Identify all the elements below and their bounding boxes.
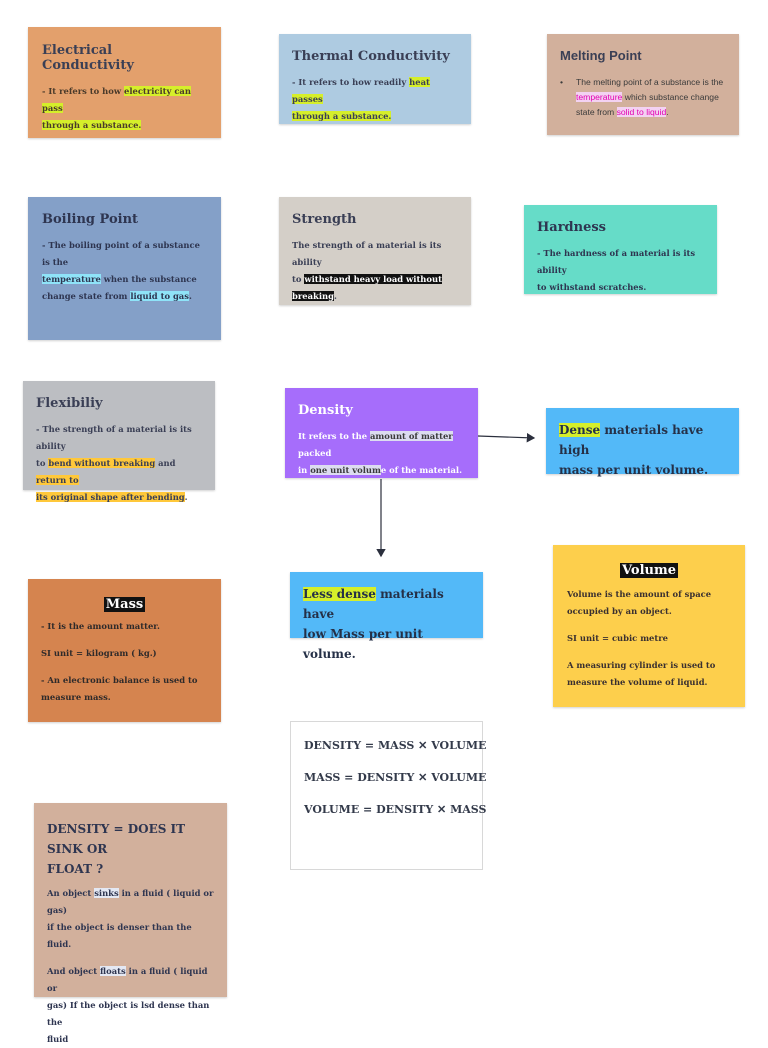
sink-float-card: DENSITY = DOES IT SINK OR FLOAT ? An obj… — [34, 803, 227, 1044]
boiling-text-4: . — [188, 291, 192, 301]
float-text-2d: fluid — [47, 1034, 69, 1044]
melting-text-2: which substance change — [622, 92, 719, 102]
sink-text-1b: in a fluid ( liquid or gas) — [47, 888, 214, 915]
density-highlight-volume: one unit volum — [310, 465, 381, 475]
density-title: Density — [298, 403, 353, 418]
sink-text-1a: An object — [47, 888, 95, 898]
less-dense-highlight: Less dense — [303, 587, 376, 601]
melting-highlight-solid-liquid: solid to liquid — [616, 107, 667, 117]
mass-title: Mass — [103, 597, 146, 612]
boiling-highlight-liquid-gas: liquid to gas — [130, 291, 189, 301]
density-text-3: in — [298, 465, 311, 475]
boiling-highlight-temperature: temperature — [42, 274, 101, 284]
flexibility-title: Flexibiliy — [36, 396, 103, 411]
thermal-conductivity-title: Thermal Conductivity — [292, 49, 450, 64]
formula-volume: VOLUME = DENSITY ✕ MASS — [304, 803, 487, 816]
density-text-2: packed — [298, 448, 332, 458]
density-card: Density It refers to the amount of matte… — [285, 388, 478, 478]
float-text-2a: And object — [47, 966, 101, 976]
strength-text-2: to — [292, 274, 305, 284]
less-dense-card: Less dense materials have low Mass per u… — [290, 572, 483, 661]
boiling-text-1: - The boiling point of a substance is th… — [42, 240, 200, 267]
melting-text-1: The melting point of a substance is the — [576, 77, 724, 87]
mass-si-unit: SI unit = kilogram ( kg.) — [41, 648, 157, 658]
mass-text-1: - It is the amount matter. — [41, 621, 160, 631]
volume-text-1b: occupied by an object. — [567, 606, 672, 616]
density-text-1: It refers to the — [298, 431, 370, 441]
formula-mass: MASS = DENSITY ✕ VOLUME — [304, 771, 487, 784]
density-text-4: e of the material. — [380, 465, 462, 475]
less-dense-text-1: materials have — [303, 587, 444, 621]
float-text-2c: gas) If the object is lsd dense than the — [47, 1000, 210, 1027]
melting-point-title: Melting Point — [560, 48, 642, 63]
volume-text-3b: measure the volume of liquid. — [567, 677, 708, 687]
flexibility-highlight-2: return to — [36, 475, 79, 485]
formula-density: DENSITY = MASS ✕ VOLUME — [304, 739, 487, 752]
electrical-conductivity-title: Electrical Conductivity — [42, 43, 134, 73]
thermal-text: - It refers to how readily — [292, 77, 410, 87]
dense-card: Dense materials have high mass per unit … — [546, 408, 739, 477]
hardness-text-2: to withstand scratches. — [537, 282, 647, 292]
flexibility-highlight-3: its original shape after bending — [36, 492, 185, 502]
formulas-card: DENSITY = MASS ✕ VOLUME MASS = DENSITY ✕… — [290, 721, 487, 870]
dense-highlight: Dense — [559, 423, 601, 437]
melting-text-4: . — [666, 107, 669, 117]
volume-text-1a: Volume is the amount of space — [567, 589, 712, 599]
melting-point-card: Melting Point • The melting point of a s… — [547, 34, 739, 135]
boiling-text-3: change state from — [42, 291, 131, 301]
strength-highlight-1: withstand heavy load without — [304, 274, 442, 284]
strength-highlight-2: breaking — [292, 291, 334, 301]
sink-highlight: sinks — [94, 888, 119, 898]
flexibility-text-3: and — [155, 458, 176, 468]
sink-float-title-2: FLOAT ? — [47, 862, 104, 876]
strength-card: Strength The strength of a material is i… — [279, 197, 471, 305]
boiling-point-title: Boiling Point — [42, 212, 139, 227]
dense-text-2: mass per unit volume. — [559, 463, 709, 477]
arrow-to-dense — [477, 432, 536, 443]
volume-title: Volume — [620, 563, 678, 578]
mass-text-3b: measure mass. — [41, 692, 111, 702]
melting-bullet: • — [560, 77, 564, 87]
mass-text-3a: - An electronic balance is used to — [41, 675, 198, 685]
volume-si-unit: SI unit = cubic metre — [567, 633, 668, 643]
strength-title: Strength — [292, 212, 357, 227]
float-highlight: floats — [100, 966, 126, 976]
hardness-card: Hardness - The hardness of a material is… — [524, 205, 717, 294]
electrical-conductivity-card: Electrical Conductivity - It refers to h… — [28, 27, 221, 138]
sink-float-title-1: DENSITY = DOES IT SINK OR — [47, 822, 186, 856]
thermal-conductivity-card: Thermal Conductivity - It refers to how … — [279, 34, 471, 124]
melting-highlight-temperature: temperature — [576, 92, 623, 102]
hardness-text-1: - The hardness of a material is its abil… — [537, 248, 696, 275]
melting-text-3: state from — [576, 107, 617, 117]
flexibility-text-4: . — [184, 492, 188, 502]
strength-text-1: The strength of a material is its abilit… — [292, 240, 442, 267]
dense-text-1: materials have high — [559, 423, 704, 457]
electrical-highlight-2: through a substance. — [42, 120, 142, 130]
less-dense-text-2: low Mass per unit volume. — [303, 627, 423, 661]
thermal-highlight-2: through a substance. — [292, 111, 392, 121]
float-text-2b: in a fluid ( liquid or — [47, 966, 208, 993]
flexibility-highlight-1: bend without breaking — [48, 458, 156, 468]
electrical-text: - It refers to how — [42, 86, 124, 96]
flexibility-text-2: to — [36, 458, 49, 468]
hardness-title: Hardness — [537, 220, 607, 235]
boiling-point-card: Boiling Point - The boiling point of a s… — [28, 197, 221, 340]
strength-text-3: . — [333, 291, 337, 301]
sink-text-1c: if the object is denser than the fluid. — [47, 922, 192, 949]
volume-text-3a: A measuring cylinder is used to — [567, 660, 716, 670]
mass-card: Mass - It is the amount matter. SI unit … — [28, 579, 221, 722]
flexibility-text-1: - The strength of a material is its abil… — [36, 424, 192, 451]
flexibility-card: Flexibiliy - The strength of a material … — [23, 381, 215, 502]
volume-card: Volume Volume is the amount of space occu… — [553, 545, 745, 707]
density-highlight-amount: amount of matter — [370, 431, 453, 441]
boiling-text-2: when the substance — [100, 274, 197, 284]
